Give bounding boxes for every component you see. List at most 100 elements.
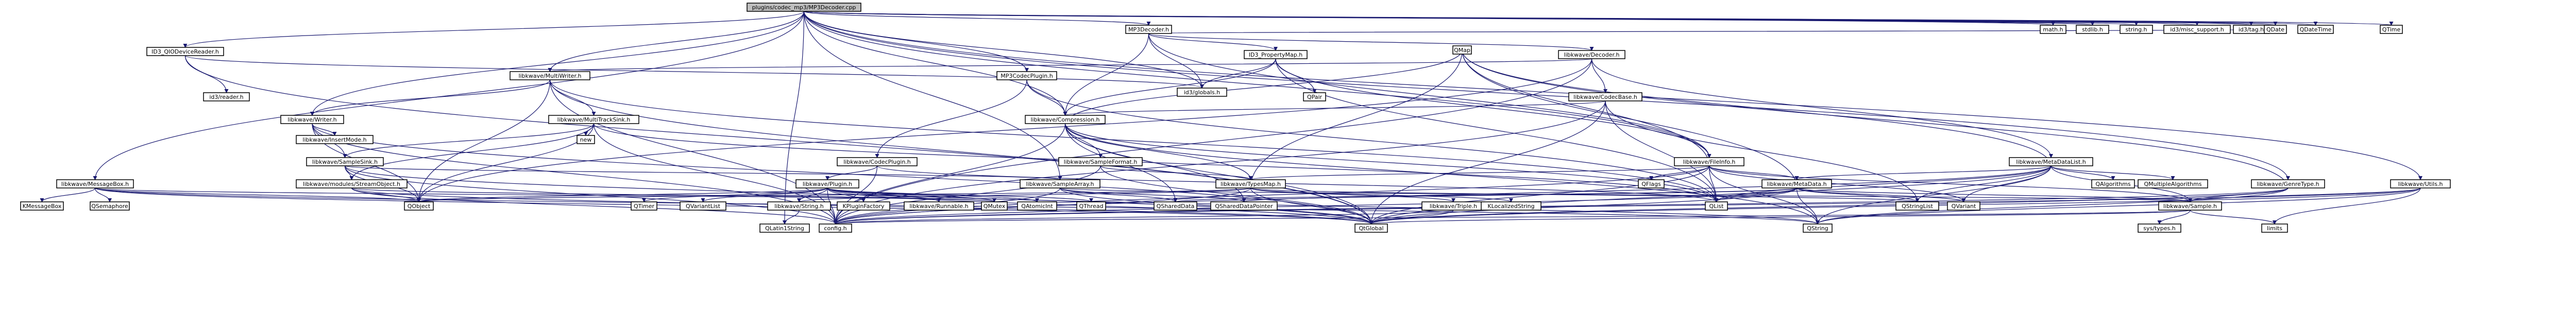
node-qtimer: QTimer (631, 201, 657, 211)
node-plugins-codec-mp3-mp3decoder-cpp[interactable]: plugins/codec_mp3/MP3Decoder.cpp (747, 3, 861, 12)
node-sys-types-h: sys/types.h (2138, 223, 2181, 233)
edge-kw_filemetadatalist_h-to-kw_sample_h (1708, 165, 2192, 202)
node-qdate: QDate (2264, 25, 2287, 34)
node-libkwave-compression-h[interactable]: libkwave/Compression.h (1025, 115, 1106, 124)
edge-kw_string_h-to-qlatin1string (783, 210, 800, 225)
edge-kw_streamobject_h-to-config_h (351, 187, 838, 225)
edge-mp3codecplugin_h-to-kw_compression_h (1026, 79, 1067, 116)
node-box (1303, 92, 1326, 101)
edge-mp3decoder_h-to-kw_decoder_h (1148, 33, 1594, 51)
node-box (2009, 157, 2093, 166)
node-libkwave-multiwriter-h[interactable]: libkwave/MultiWriter.h (510, 71, 590, 80)
node-label: QSharedData (1157, 203, 1195, 210)
edge-root-to-kw_compression_h (803, 11, 1067, 116)
node-libkwave-fileinfo-h[interactable]: libkwave/FileInfo.h (1674, 157, 1744, 166)
node-qsemaphore: QSemaphore (90, 201, 130, 211)
edge-kw_typesmap_h-to-qstringlist (1250, 187, 1919, 202)
node-label: libkwave/Runnable.h (909, 203, 968, 210)
node-label: QStringList (1902, 203, 1933, 210)
edge-kw_multitracksink_h-to-kw_samplesink_h (343, 123, 595, 158)
node-label: KLocalizedString (1487, 203, 1534, 210)
node-libkwave-runnable-h[interactable]: libkwave/Runnable.h (904, 201, 974, 211)
node-layer: plugins/codec_mp3/MP3Decoder.cppMP3Decod… (20, 3, 2451, 233)
node-libkwave-metadata-h[interactable]: libkwave/MetaData.h (1761, 179, 1832, 188)
node-label: ID3_PropertyMap.h (1249, 51, 1302, 58)
edge-id3_propertymap_h-to-qlist (1275, 58, 1719, 202)
node-libkwave-genretype-h[interactable]: libkwave/GenreType.h (2251, 179, 2325, 188)
node-stdlib-h: stdlib.h (2076, 25, 2109, 34)
node-libkwave-string-h[interactable]: libkwave/String.h (767, 201, 831, 211)
node-label: QtGlobal (1359, 225, 1383, 232)
node-label: plugins/codec_mp3/MP3Decoder.cpp (752, 4, 856, 11)
edge-kw_metadatalist_h-to-qmultiplealgorithms (2050, 165, 2175, 180)
edge-kw_decoder_h-to-kw_multiwriter_h (548, 58, 1592, 72)
edge-kw_filemetadatalist_h-to-qmap (1460, 49, 1710, 166)
node-libkwave-multitracksink-h[interactable]: libkwave/MultiTrackSink.h (548, 115, 639, 124)
edge-kw_compression_h-to-qlist (1064, 123, 1719, 202)
node-kmessagebox: KMessageBox (20, 201, 64, 211)
node-qthread: QThread (1076, 201, 1106, 211)
node-libkwave-codecplugin-h[interactable]: libkwave/CodecPlugin.h (837, 157, 918, 166)
edge-kw_genretype_h-to-config_h (834, 187, 2289, 225)
node-libkwave-writer-h[interactable]: libkwave/Writer.h (280, 115, 344, 124)
node-libkwave-sample-h[interactable]: libkwave/Sample.h (2158, 201, 2222, 211)
node-qstringlist: QStringList (1895, 201, 1939, 211)
edge-kw_filemetadatalist_h-to-kw_metadata_h (1708, 165, 1799, 180)
edge-kw_codecplugin_h-to-kw_plugin_h (825, 165, 878, 180)
node-mp3decoder-h[interactable]: MP3Decoder.h (1125, 25, 1172, 34)
node-libkwave-decoder-h[interactable]: libkwave/Decoder.h (1558, 50, 1625, 59)
node-libkwave-sampleformat-h[interactable]: libkwave/SampleFormat.h (1058, 157, 1143, 166)
node-box (1017, 201, 1057, 211)
edge-kw_writer_h-to-config_h (312, 123, 838, 225)
node-qtglobal: QtGlobal (1354, 223, 1388, 233)
node-id3-propertymap-h[interactable]: ID3_PropertyMap.h (1244, 50, 1308, 59)
node-box (296, 135, 374, 144)
node-qdatetime: QDateTime (2297, 25, 2334, 34)
node-libkwave-triple-h[interactable]: libkwave/Triple.h (1421, 201, 1485, 211)
node-libkwave-messagebox-h[interactable]: libkwave/MessageBox.h (56, 179, 134, 188)
node-box (2297, 25, 2334, 34)
node-libkwave-samplesink-h[interactable]: libkwave/SampleSink.h (306, 157, 384, 166)
node-box (1177, 88, 1227, 97)
edge-root-to-kw_samplearray_h (803, 11, 1062, 180)
node-libkwave-utils-h[interactable]: libkwave/Utils.h (2390, 179, 2451, 188)
edge-kw_messagebox_h-to-kmessagebox (40, 187, 96, 202)
edge-kw_decoder_h-to-kw_metadatalist_h (1591, 58, 2053, 158)
node-qtime: QTime (2380, 25, 2403, 34)
node-libkwave-typesmap-h[interactable]: libkwave/TypesMap.h (1215, 179, 1286, 188)
node-box (306, 157, 384, 166)
node-label: libkwave/Sample.h (2163, 203, 2217, 210)
node-box (1354, 223, 1388, 233)
node-qshareddata: QSharedData (1154, 201, 1197, 211)
node-label: id3/globals.h (1184, 89, 1221, 96)
node-box (1210, 201, 1278, 211)
edge-kw_metadata_h-to-qmap (1460, 49, 1798, 188)
node-box (1674, 157, 1744, 166)
node-libkwave-samplearray-h[interactable]: libkwave/SampleArray.h (1020, 179, 1100, 188)
node-box (1076, 201, 1106, 211)
edge-kw_multitracksink_h-to-qobject (417, 123, 595, 202)
node-limits: limits (2261, 223, 2288, 233)
edge-kw_sample_h-to-config_h (834, 210, 2191, 225)
node-label: QSemaphore (91, 203, 128, 210)
edge-kw_plugin_h-to-qvariantlist (701, 187, 828, 202)
node-label: QObject (408, 203, 431, 210)
node-libkwave-insertmode-h[interactable]: libkwave/InsertMode.h (296, 135, 374, 144)
edge-kw_streamobject_h-to-qmutex (351, 187, 996, 202)
edge-kw_samplearray_h-to-kw_sample_h (1059, 187, 2192, 202)
node-libkwave-codecbase-h[interactable]: libkwave/CodecBase.h (1568, 92, 1642, 101)
node-box (2380, 25, 2403, 34)
edge-kw_metadata_h-to-qstringlist (1796, 187, 1920, 202)
node-qvariant: QVariant (1947, 201, 1980, 211)
node-libkwave-modules-streamobject-h[interactable]: libkwave/modules/StreamObject.h (296, 179, 408, 188)
node-label: QDateTime (2300, 26, 2332, 33)
node-box (2390, 179, 2451, 188)
edge-kw_decoder_h-to-kw_codecbase_h (1591, 58, 1607, 93)
node-box (1638, 179, 1665, 188)
node-id3-reader-h: id3/reader.h (203, 92, 250, 101)
node-label: libkwave/InsertMode.h (302, 136, 366, 143)
node-libkwave-plugin-h[interactable]: libkwave/Plugin.h (795, 179, 859, 188)
node-libkwave-metadatalist-h[interactable]: libkwave/MetaDataList.h (2009, 157, 2093, 166)
node-mp3codecplugin-h[interactable]: MP3CodecPlugin.h (996, 71, 1057, 80)
node-id3-qiodevicereader-h[interactable]: ID3_QIODeviceReader.h (146, 47, 224, 56)
